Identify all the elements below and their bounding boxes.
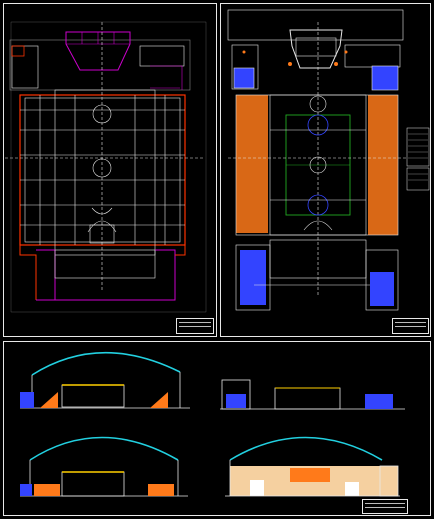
elevations [20,351,405,497]
side-tables [406,127,430,191]
title-block-row [395,320,426,323]
title-block-row [365,505,405,508]
sheet-elevations [3,341,431,516]
title-block-row [395,324,426,327]
left-floor-plan [5,21,207,313]
title-block-row [179,320,211,323]
sheet-plan-left [3,3,217,337]
title-block-row [179,324,211,327]
title-block-elevations [362,499,408,514]
sheet-plan-right [220,3,431,337]
title-block-row [365,501,405,504]
title-block-right [392,318,429,334]
right-floor-plan [227,9,408,311]
title-block-left [176,318,214,334]
